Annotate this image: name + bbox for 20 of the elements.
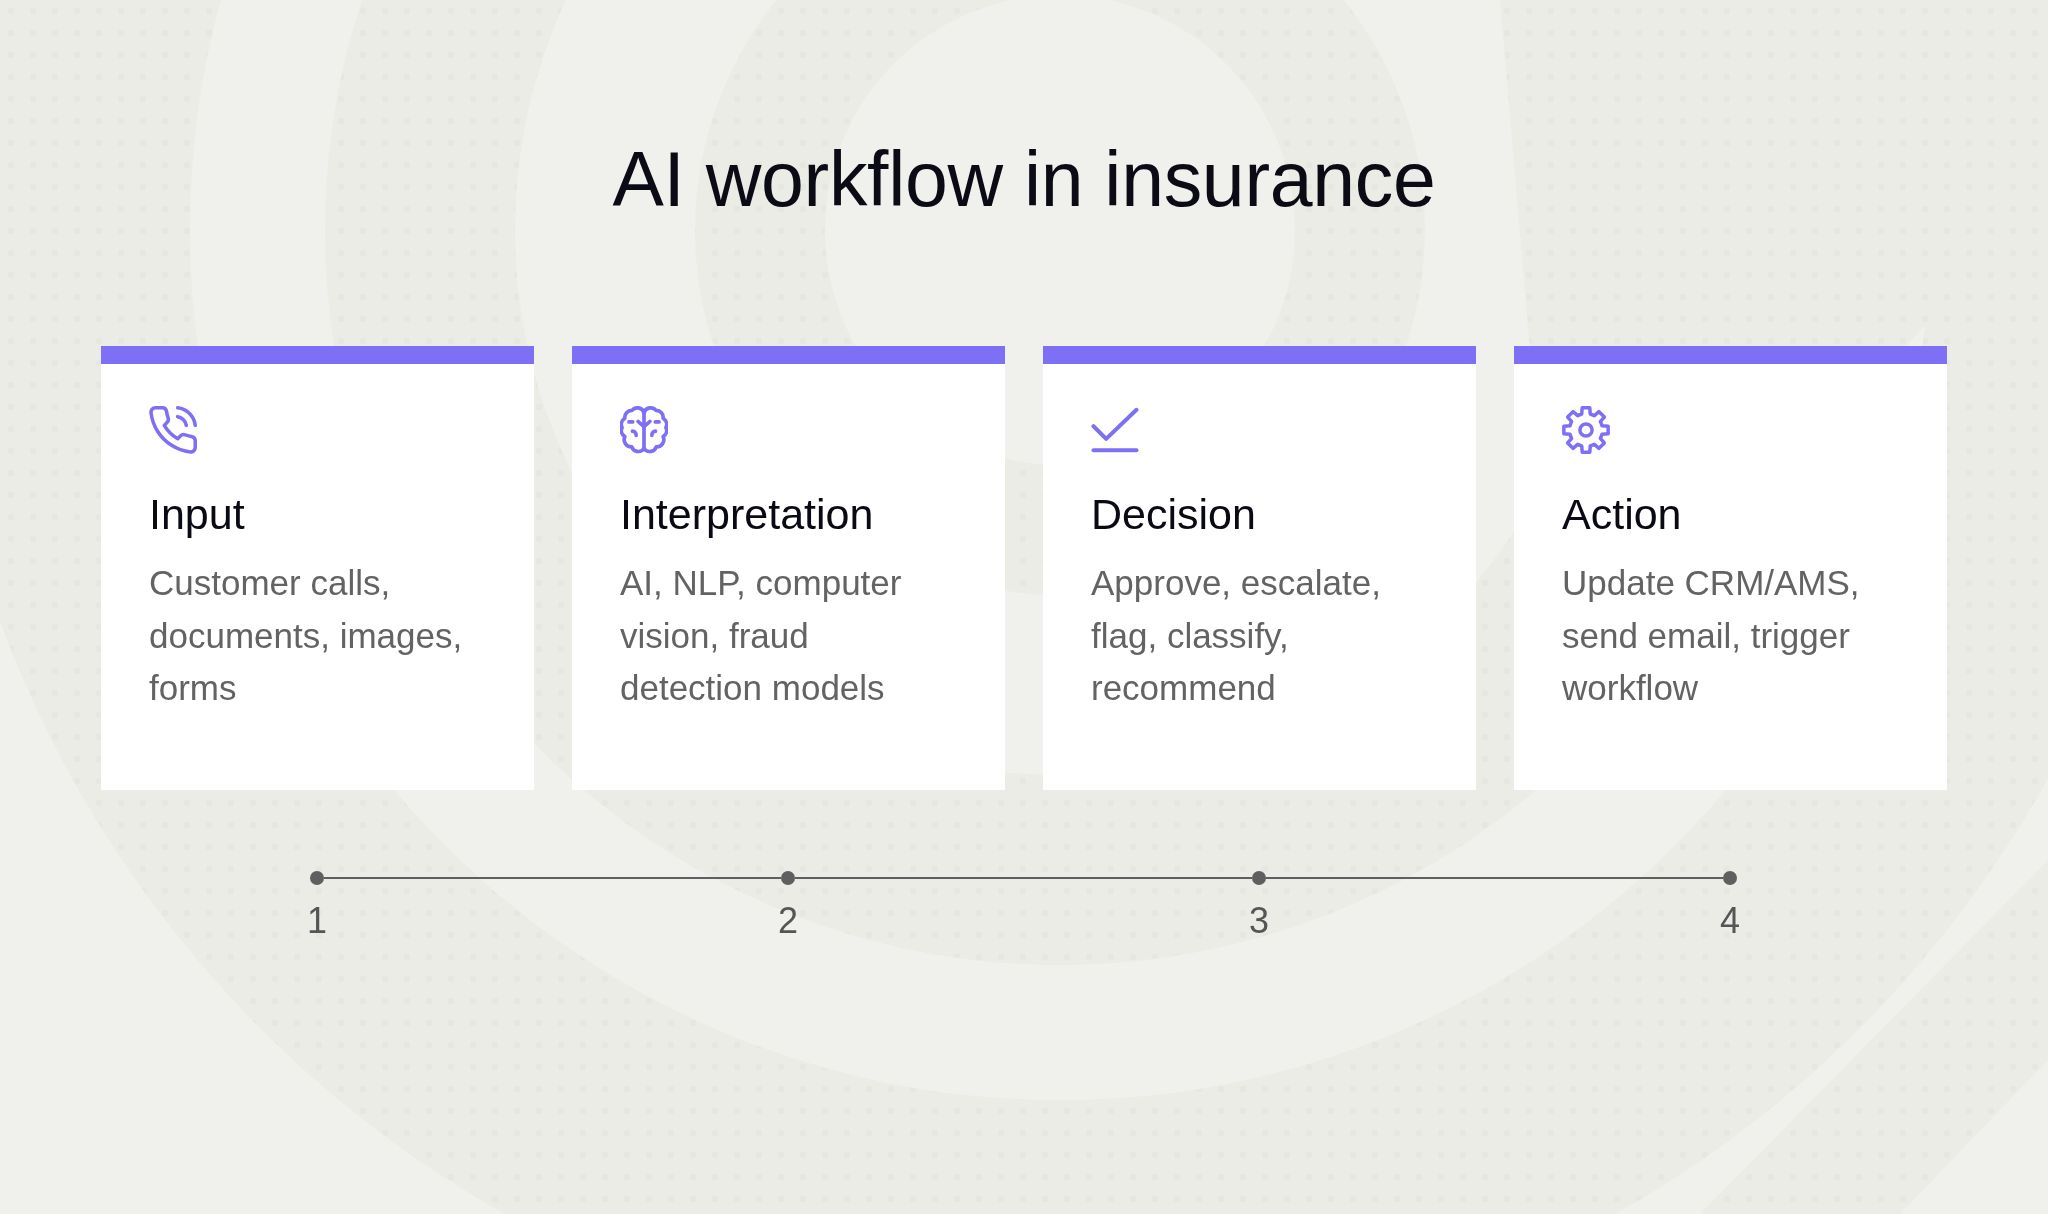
connector-line: [794, 877, 1253, 879]
step-card: [101, 346, 534, 790]
card-description: Update CRM/AMS, send email, trigger workflow: [1562, 562, 1861, 709]
card-description: Approve, escalate, flag, classify, recommend: [1091, 562, 1382, 709]
card-heading: Interpretation: [620, 490, 874, 538]
step-number: 2: [778, 901, 798, 941]
card-heading: Action: [1562, 490, 1682, 538]
step-number: 4: [1720, 901, 1740, 941]
card-heading: Decision: [1091, 490, 1256, 538]
card-description: Customer calls, documents, images, forms: [149, 562, 464, 709]
connector-line: [1265, 877, 1724, 879]
card-heading: Input: [149, 490, 245, 538]
connector-line: [323, 877, 782, 879]
step-card: [572, 346, 1005, 790]
step-card: [1514, 346, 1947, 790]
title: AI workflow in insurance: [612, 135, 1436, 224]
step-card: [1043, 346, 1476, 790]
step-number: 1: [307, 901, 327, 941]
card-description: AI, NLP, computer vision, fraud detection models: [620, 562, 903, 709]
step-number: 3: [1249, 901, 1269, 941]
